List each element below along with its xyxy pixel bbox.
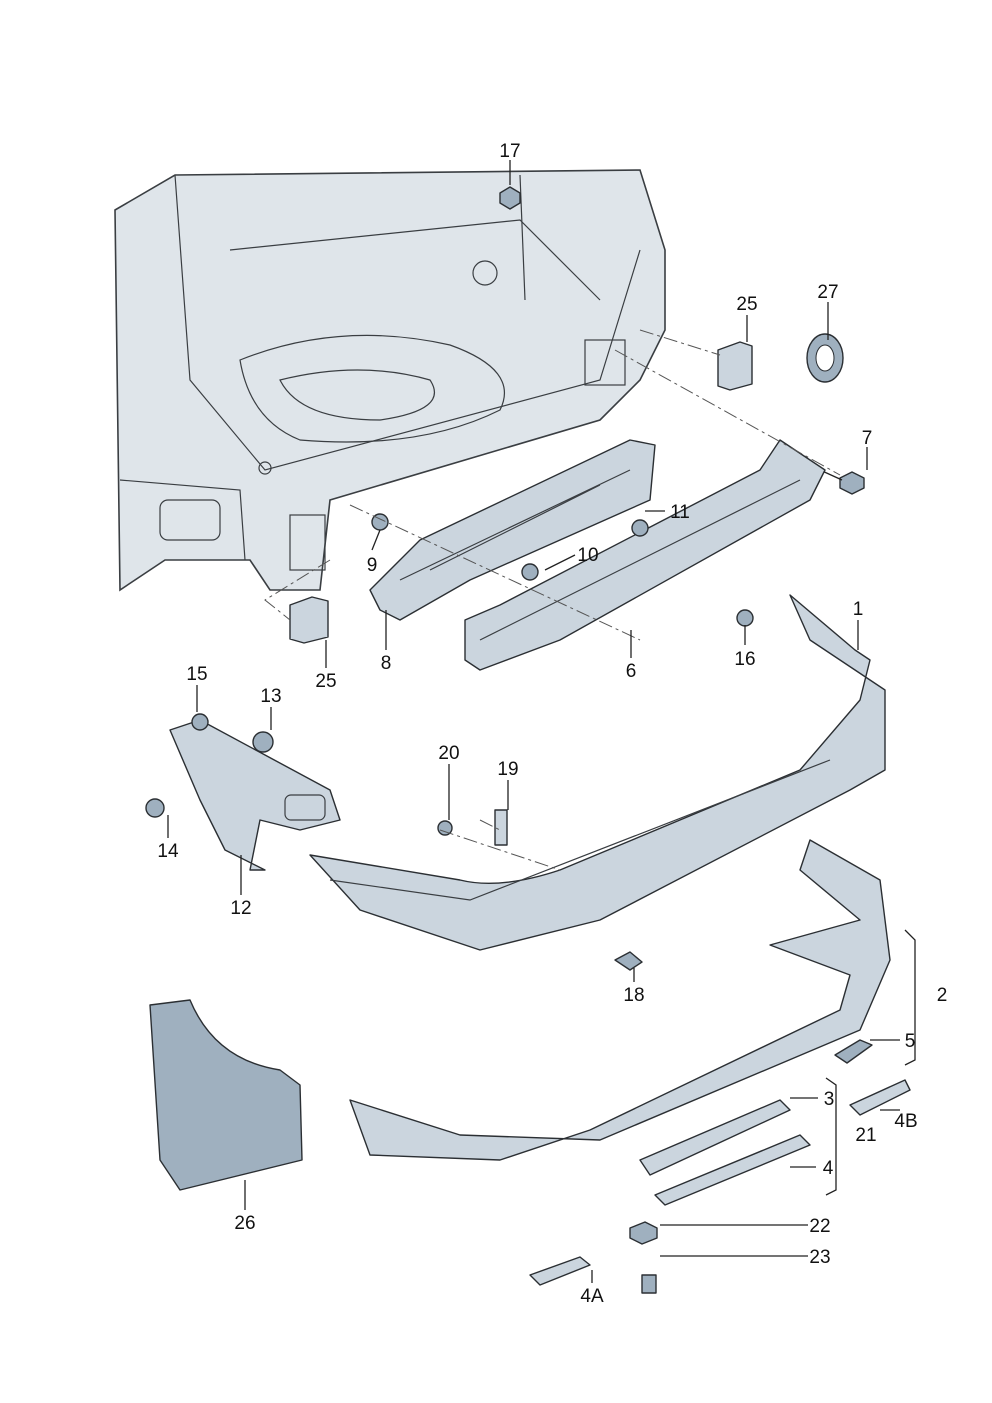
label-11: 11: [670, 502, 690, 523]
label-7: 7: [862, 428, 873, 449]
bolt-7: [839, 471, 865, 495]
bracket-19: [494, 809, 508, 846]
nut-22: [629, 1221, 658, 1245]
screw-23: [641, 1274, 657, 1294]
label-8: 8: [381, 653, 392, 674]
nut-15: [191, 713, 209, 731]
label-4: 4: [823, 1158, 834, 1179]
damper-25-left: [289, 596, 329, 644]
clip-13: [252, 731, 274, 753]
mud-flap-26: [149, 999, 303, 1191]
label-3: 3: [824, 1089, 835, 1110]
vehicle-rear-body: [114, 169, 666, 592]
label-5: 5: [905, 1031, 916, 1052]
label-19: 19: [497, 759, 518, 780]
label-18: 18: [623, 985, 644, 1006]
leader-lines: [167, 160, 916, 1283]
nut-17: [499, 186, 521, 210]
label-16: 16: [734, 649, 755, 670]
screw-14: [145, 798, 165, 818]
screw-16: [736, 609, 754, 627]
label-12: 12: [230, 898, 251, 919]
damper-25-right: [717, 341, 753, 391]
label-22: 22: [809, 1216, 830, 1237]
label-27: 27: [817, 282, 838, 303]
diffuser-2: [349, 839, 891, 1161]
bracket-12: [169, 719, 341, 871]
label-9: 9: [367, 555, 378, 576]
label-25-right: 25: [736, 294, 757, 315]
bracket-8: [369, 439, 656, 621]
label-21: 21: [855, 1125, 876, 1146]
callout-labels: 17 25 27 7 11 10 9 8 25 6 1 16 15 13 14 …: [157, 141, 947, 1307]
label-15: 15: [186, 664, 207, 685]
label-4B: 4B: [894, 1111, 917, 1132]
label-1: 1: [853, 599, 864, 620]
impact-bar-6: [464, 439, 826, 671]
cover-5: [834, 1039, 873, 1064]
label-14: 14: [157, 841, 179, 862]
clip-18: [614, 951, 643, 971]
label-26: 26: [234, 1213, 255, 1234]
trim-4: [654, 1134, 811, 1206]
label-23: 23: [809, 1247, 830, 1268]
label-17: 17: [499, 141, 520, 162]
trim-4B: [849, 1079, 911, 1116]
parts: [145, 186, 911, 1294]
trim-4A: [529, 1256, 591, 1286]
trim-3: [639, 1099, 791, 1176]
label-10: 10: [577, 545, 598, 566]
label-4A: 4A: [580, 1286, 604, 1307]
nut-20: [437, 820, 453, 836]
label-6: 6: [626, 661, 637, 682]
label-2: 2: [937, 985, 948, 1006]
label-13: 13: [260, 686, 281, 707]
label-25-left: 25: [315, 671, 336, 692]
bolt-10: [521, 563, 539, 581]
label-20: 20: [438, 743, 459, 764]
screw-11: [631, 519, 649, 537]
